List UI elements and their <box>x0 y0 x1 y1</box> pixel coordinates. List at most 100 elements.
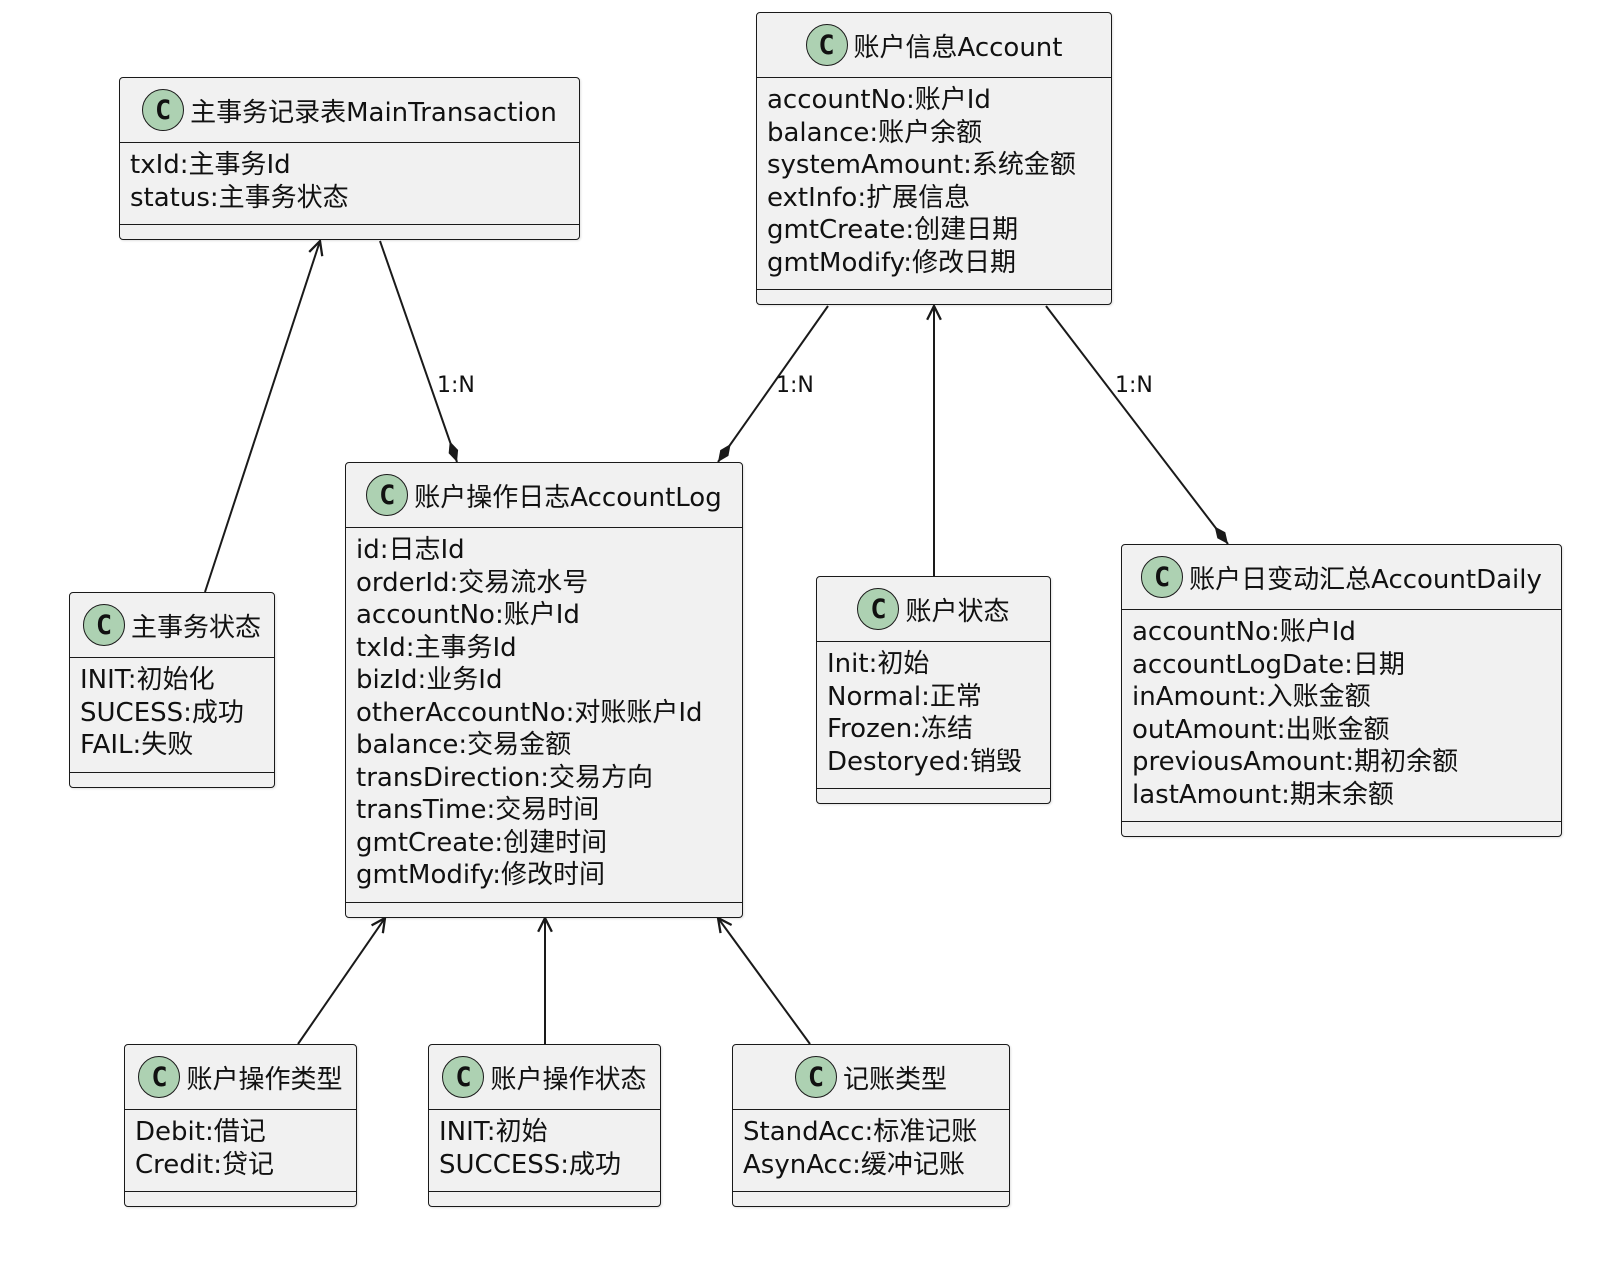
class-field: bizId:业务Id <box>356 665 503 695</box>
class-divider <box>817 788 1050 789</box>
class-divider <box>733 1109 1009 1110</box>
class-field: INIT:初始化 <box>80 665 215 695</box>
class-divider <box>120 142 579 143</box>
class-field: accountLogDate:日期 <box>1132 649 1405 680</box>
class-field: outAmount:出账金额 <box>1132 714 1390 745</box>
class-divider <box>1122 609 1561 610</box>
class-title: 主事务记录表MainTransaction <box>190 97 557 128</box>
class-field: Debit:借记 <box>135 1117 266 1147</box>
class-field: FAIL:失败 <box>80 730 194 760</box>
class-field: txId:主事务Id <box>130 150 291 180</box>
multiplicity-label: 1:N <box>437 373 475 398</box>
class-field: inAmount:入账金额 <box>1132 682 1371 712</box>
class-field: Frozen:冻结 <box>827 714 973 744</box>
class-divider <box>757 77 1111 78</box>
class-badge-icon: C <box>1141 556 1184 598</box>
class-title: 账户日变动汇总AccountDaily <box>1189 564 1542 595</box>
class-field: previousAmount:期初余额 <box>1132 747 1459 777</box>
class-field: SUCESS:成功 <box>80 697 244 728</box>
class-methods <box>429 1192 660 1206</box>
class-badge-icon: C <box>805 24 848 66</box>
class-title: 账户信息Account <box>853 32 1063 63</box>
edge-account-to-daily <box>1045 305 1229 545</box>
class-methods <box>817 789 1050 803</box>
class-field: gmtCreate:创建日期 <box>767 215 1019 245</box>
class-divider <box>429 1109 660 1110</box>
class-title: 记账类型 <box>842 1064 947 1095</box>
class-field: lastAmount:期末余额 <box>1132 779 1394 810</box>
class-field: Credit:贷记 <box>135 1149 274 1180</box>
class-field: AsynAcc:缓冲记账 <box>743 1149 965 1180</box>
class-field: accountNo:账户Id <box>767 85 991 115</box>
edge-account-to-log <box>717 305 829 463</box>
class-field: balance:交易金额 <box>356 730 572 760</box>
class-divider <box>733 1191 1009 1192</box>
class-divider <box>70 771 274 773</box>
class-divider <box>1122 821 1561 822</box>
class-field: gmtModify:修改日期 <box>767 247 1017 278</box>
class-field: otherAccountNo:对账账户Id <box>356 697 703 728</box>
class-field: INIT:初始 <box>439 1117 548 1147</box>
class-badge-icon: C <box>442 1056 485 1098</box>
class-divider <box>346 901 742 903</box>
class-title: 账户操作类型 <box>186 1064 343 1095</box>
class-field: txId:主事务Id <box>356 632 517 663</box>
class-methods <box>70 773 274 787</box>
edge-status-to-main-transaction <box>204 241 320 593</box>
class-field: id:日志Id <box>356 535 465 565</box>
class-divider <box>70 657 274 658</box>
class-divider <box>120 224 579 225</box>
class-divider <box>125 1109 356 1110</box>
class-divider <box>757 289 1111 290</box>
class-title: 账户操作状态 <box>490 1064 647 1095</box>
class-methods <box>757 290 1111 304</box>
edge-main-transaction-to-log <box>379 240 459 463</box>
class-field: accountNo:账户Id <box>1132 617 1356 647</box>
multiplicity-label: 1:N <box>1115 373 1153 398</box>
class-badge-icon: C <box>366 474 409 516</box>
class-divider <box>429 1191 660 1192</box>
class-field: transTime:交易时间 <box>356 795 600 825</box>
class-methods <box>733 1192 1009 1206</box>
class-badge-icon: C <box>82 604 125 646</box>
class-field: Normal:正常 <box>827 681 982 712</box>
class-badge-icon: C <box>794 1056 837 1098</box>
class-title: 账户状态 <box>905 596 1010 627</box>
class-field: SUCCESS:成功 <box>439 1149 622 1180</box>
class-field: orderId:交易流水号 <box>356 567 589 598</box>
class-field: balance:账户余额 <box>767 117 983 148</box>
edge-bookkeeping-to-log <box>718 918 811 1045</box>
class-badge-icon: C <box>857 588 900 630</box>
class-divider <box>125 1191 356 1192</box>
class-badge-icon: C <box>138 1056 181 1098</box>
multiplicity-label: 1:N <box>776 373 814 398</box>
class-title: 主事务状态 <box>130 612 261 643</box>
class-field: StandAcc:标准记账 <box>743 1117 978 1147</box>
class-field: accountNo:账户Id <box>356 600 580 630</box>
class-field: status:主事务状态 <box>130 182 349 213</box>
class-divider <box>817 641 1050 642</box>
class-divider <box>346 527 742 528</box>
class-field: transDirection:交易方向 <box>356 762 654 793</box>
